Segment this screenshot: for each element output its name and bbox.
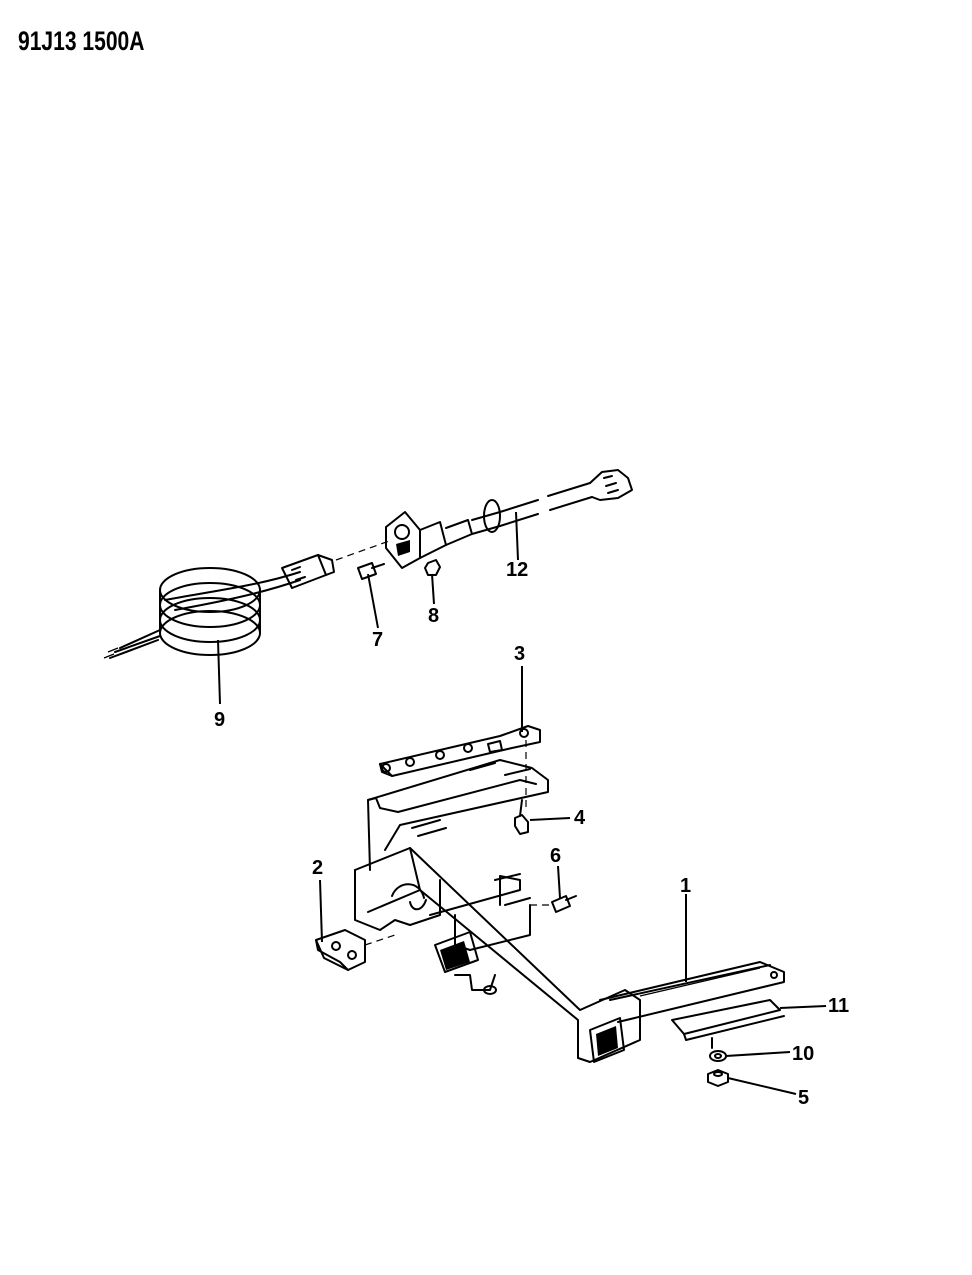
callout-leaders xyxy=(217,511,827,1095)
washer xyxy=(709,1050,727,1062)
callout-10: 10 xyxy=(792,1043,814,1065)
callout-11: 11 xyxy=(828,995,849,1017)
hitch-frame xyxy=(354,759,785,1063)
leader-line xyxy=(364,934,396,946)
callout-12: 12 xyxy=(506,559,528,581)
socket-screw xyxy=(357,562,385,580)
callout-3: 3 xyxy=(514,643,525,665)
callout-2: 2 xyxy=(312,857,323,879)
reinforcement-plate xyxy=(379,725,541,777)
callout-6: 6 xyxy=(550,845,561,867)
callout-7: 7 xyxy=(372,629,383,651)
harness-plug xyxy=(281,554,335,589)
trailer-socket xyxy=(385,511,473,569)
side-bracket xyxy=(315,929,366,971)
callout-1: 1 xyxy=(680,875,691,897)
callout-4: 4 xyxy=(574,807,586,829)
wiring-harness-coil xyxy=(103,567,301,659)
frame-nut xyxy=(707,1069,729,1087)
socket-nut xyxy=(424,559,441,576)
frame-bolt xyxy=(514,799,529,835)
wiring-extension-cable xyxy=(471,469,633,535)
side-bolt xyxy=(551,895,577,913)
diagram-reference-code: 91J13 1500A xyxy=(18,26,145,56)
callout-8: 8 xyxy=(428,605,439,627)
callout-5: 5 xyxy=(798,1087,809,1109)
callout-labels: 1 2 3 4 5 6 7 8 9 10 11 12 xyxy=(214,559,849,1109)
callout-9: 9 xyxy=(214,709,225,731)
spacer-plate xyxy=(671,999,785,1049)
leader-line xyxy=(335,539,393,561)
